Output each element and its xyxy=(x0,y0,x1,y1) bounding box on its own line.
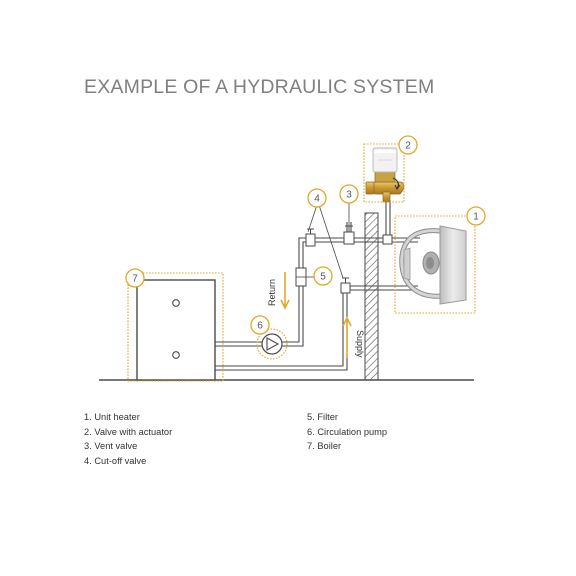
svg-text:2: 2 xyxy=(405,141,411,152)
svg-text:7: 7 xyxy=(132,274,138,285)
cutoff-valve-supply xyxy=(340,277,351,294)
return-label: Return xyxy=(267,279,277,306)
svg-text:6: 6 xyxy=(257,321,263,332)
marker-2: 2 xyxy=(398,135,418,155)
marker-4: 4 xyxy=(307,188,327,208)
marker-6: 6 xyxy=(250,315,270,335)
boiler-port-upper xyxy=(172,299,180,307)
pipes xyxy=(215,200,420,371)
legend-right: 5. Filter 6. Circulation pump 7. Boiler xyxy=(307,410,387,454)
supply-arrow-icon xyxy=(342,316,352,358)
svg-text:3: 3 xyxy=(346,190,352,201)
return-arrow-icon xyxy=(280,272,290,310)
filter xyxy=(295,267,307,287)
legend-item: 4. Cut-off valve xyxy=(84,455,147,466)
marker-3: 3 xyxy=(339,184,359,204)
cutoff-valve-top xyxy=(305,228,316,247)
legend-item: 6. Circulation pump xyxy=(307,426,388,437)
circulation-pump xyxy=(261,333,283,355)
legend-item: 5. Filter xyxy=(307,412,338,422)
svg-text:5: 5 xyxy=(320,272,326,283)
page-title: EXAMPLE OF A HYDRAULIC SYSTEM xyxy=(84,76,435,98)
supply-label: Supply xyxy=(355,330,365,358)
pump-frame xyxy=(256,328,288,360)
heater-frame xyxy=(394,215,476,314)
valve-body-top xyxy=(382,234,393,245)
legend-item: 3. Vent valve xyxy=(84,441,138,452)
boiler-frame xyxy=(127,272,224,382)
unit-heater xyxy=(399,225,467,305)
marker-1: 1 xyxy=(466,206,486,226)
wall xyxy=(364,212,379,381)
legend-left: 1. Unit heater 2. Valve with actuator 3.… xyxy=(84,410,172,468)
boiler xyxy=(136,279,216,381)
valve-with-actuator xyxy=(365,147,405,203)
actuator-frame xyxy=(363,143,405,203)
svg-text:1: 1 xyxy=(473,212,479,223)
legend-item: 1. Unit heater xyxy=(84,412,140,422)
boiler-port-lower xyxy=(172,351,180,359)
marker-7: 7 xyxy=(125,268,145,288)
callout-frames xyxy=(127,143,476,382)
legend-item: 2. Valve with actuator xyxy=(84,426,173,437)
marker-5: 5 xyxy=(313,266,333,286)
vent-valve xyxy=(343,225,355,245)
legend-item: 7. Boiler xyxy=(307,441,342,452)
svg-text:4: 4 xyxy=(314,194,320,205)
